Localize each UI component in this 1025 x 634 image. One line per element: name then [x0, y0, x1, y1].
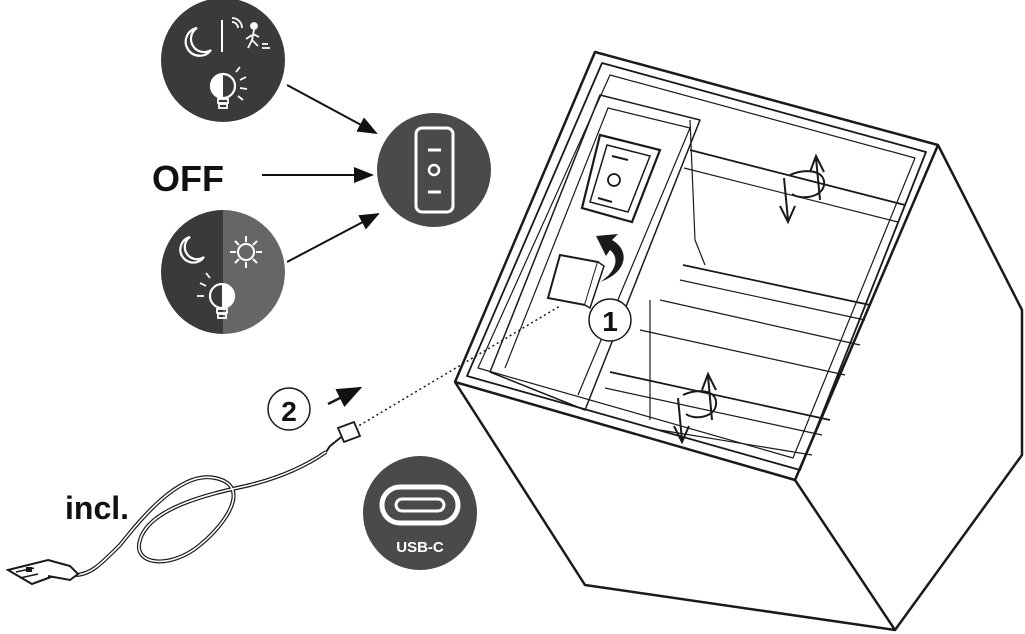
usb-c-label: USB-C — [396, 539, 444, 556]
switch-circle — [377, 113, 491, 227]
day-night-mode-circle — [161, 210, 285, 334]
arrow-motion-to-switch — [287, 85, 376, 133]
insert-direction-arrow — [328, 388, 360, 404]
step-2-label: 2 — [281, 396, 297, 427]
included-label: incl. — [65, 490, 129, 526]
lamp-housing — [455, 52, 1022, 630]
step-1-label: 1 — [602, 306, 618, 337]
usb-c-badge: USB-C — [363, 456, 477, 570]
off-label: OFF — [152, 158, 224, 199]
motion-sensor-mode-circle — [161, 0, 285, 122]
usb-a-plug — [8, 560, 78, 584]
step-2-marker: 2 — [268, 388, 310, 430]
arrow-daynight-to-switch — [287, 214, 378, 262]
step-1-marker: 1 — [589, 299, 631, 341]
